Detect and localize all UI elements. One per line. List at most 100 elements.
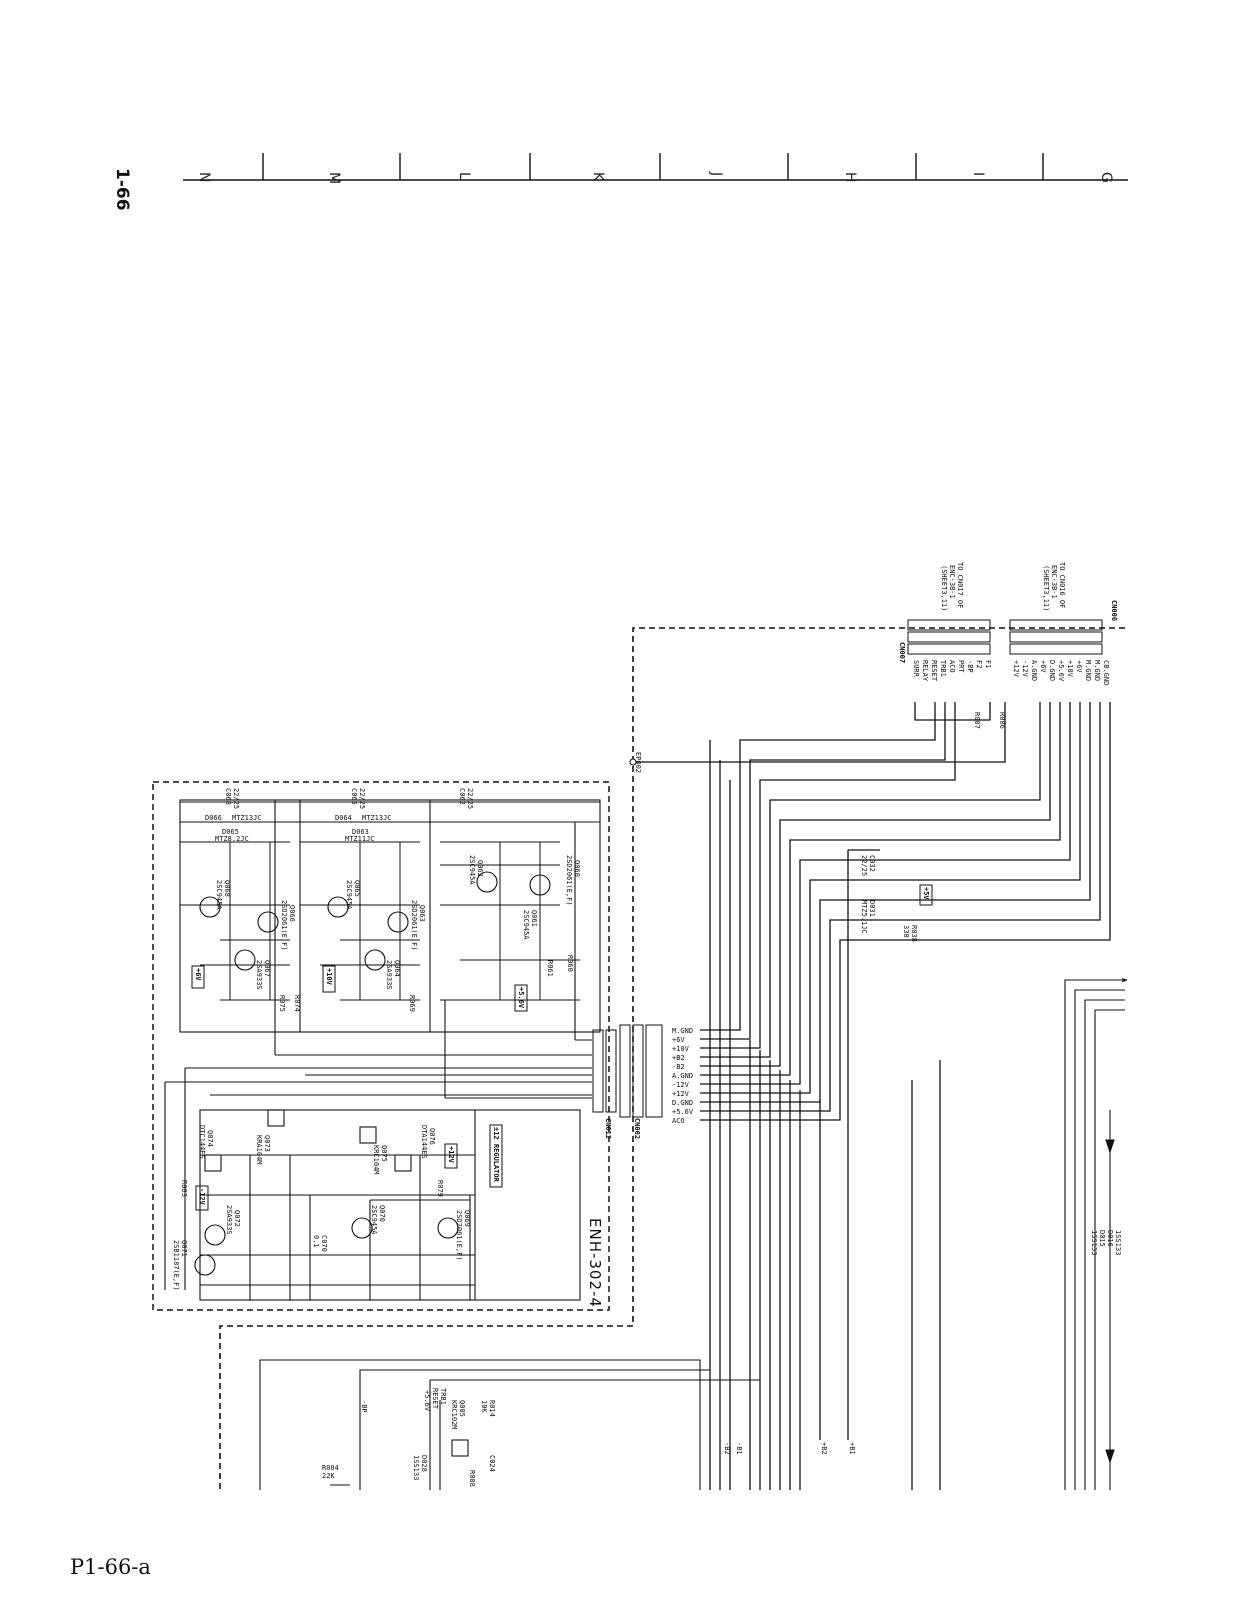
- label-d063: D063: [352, 828, 369, 836]
- label-q068-val: 2SC945A: [215, 880, 223, 910]
- transistor-q064: [364, 949, 386, 971]
- label-r008: R008: [468, 1470, 476, 1487]
- bottom-signal: +B2: [820, 1442, 828, 1455]
- label-c070-val: 0.1: [312, 1235, 320, 1248]
- label-q064-val: 2SA933S: [385, 960, 393, 990]
- cn007-signal: F1: [984, 660, 992, 668]
- component-labels-lower: Q069 2SD2061(E,F) Q070 2SC945A Q071 2SB1…: [172, 1125, 471, 1291]
- right-bus: [1064, 979, 1125, 1490]
- label-q072-val: 2SA933S: [225, 1205, 233, 1235]
- label-q061: Q061: [530, 910, 538, 927]
- label-q074: Q074: [206, 1130, 214, 1147]
- upper-transistors: [199, 871, 551, 971]
- label-d065-val: MTZ8.2JC: [215, 835, 249, 843]
- cn006-signal: -12V: [1021, 660, 1029, 678]
- cn002-signal: +5.6V: [672, 1108, 694, 1116]
- label-q075-val: KRC104M: [372, 1145, 380, 1175]
- cn002-signal: A.GND: [672, 1072, 693, 1080]
- connector-cn006: [1009, 619, 1103, 655]
- cn002-label: CN002: [633, 1118, 641, 1139]
- cn006-signal-list: +12V -12V A.GND +6V D.GND +5.6V +10V +6V…: [1012, 660, 1110, 685]
- label-q066: Q066: [288, 905, 296, 922]
- label-q073-val: KRA104M: [255, 1135, 263, 1165]
- grid-letter-5: H: [842, 172, 858, 183]
- label-q062: Q062: [476, 860, 484, 877]
- label-q061-val: 2SC945A: [522, 910, 530, 940]
- label-q076: Q076: [428, 1128, 436, 1145]
- cn007-signal: SURR: [912, 660, 920, 678]
- label-q005: Q005: [458, 1400, 466, 1417]
- right-edge-label: A: [1120, 978, 1128, 983]
- component-labels-upper: C068 22/25 C065 22/25 C062 22/25 D066 MT…: [205, 788, 581, 1012]
- cn006-signal: +10V: [1066, 660, 1074, 678]
- label-c062: C062: [458, 788, 466, 805]
- label-r007: R007: [973, 712, 981, 729]
- cn007-signal-list: SURR RELAY RESET TRB1 ACO PRT -BP F2 F1: [912, 660, 992, 682]
- cn007-note: TO CN017 OF ENC-3B-1 (SHEET3,11): [940, 562, 964, 611]
- bottom-signal: -BP: [360, 1400, 368, 1413]
- transistor-q073: [267, 1109, 285, 1127]
- cn012-label: CN012: [604, 1118, 612, 1139]
- label-q069: Q069: [463, 1210, 471, 1227]
- cn007-note-line: (SHEET3,11): [940, 565, 948, 611]
- label-c065-val: 22/25: [358, 788, 366, 809]
- transistor-q070: [351, 1217, 373, 1239]
- label-q070-val: 2SC945A: [370, 1205, 378, 1235]
- grid-letter-4: J: [708, 171, 724, 176]
- transistor-q069: [437, 1217, 459, 1239]
- label-r083: R083: [180, 1180, 188, 1197]
- label-c032: C032: [868, 855, 876, 872]
- cn006-signal: M.GND: [1093, 660, 1101, 681]
- lower-transistors: [194, 1109, 475, 1300]
- label-r038-val: 330: [902, 925, 910, 938]
- label-r061: R061: [546, 960, 554, 977]
- board-bus: [164, 800, 592, 1290]
- component-labels-right: D031 MTZ5.1JC C032 22/25 R038 330 D015 1…: [322, 712, 1122, 1487]
- bottom-signal: -B1: [735, 1442, 743, 1455]
- cn006-signal: +5.6V: [1057, 660, 1065, 682]
- transistor-q072: [204, 1224, 226, 1246]
- transistor-q066: [257, 911, 279, 933]
- label-q060-val: 2SD2061(E,F): [565, 855, 573, 906]
- label-q063: Q063: [418, 905, 426, 922]
- grid-ruler: [183, 153, 1128, 181]
- label-c065: C065: [350, 788, 358, 805]
- label-q062-val: 2SC945A: [468, 855, 476, 885]
- label-q076-val: DTA144ES: [420, 1125, 428, 1159]
- cn006-note: TO CN016 OF ENC-3B-1 (SHEET3,11): [1042, 562, 1066, 611]
- label-q070: Q070: [378, 1205, 386, 1222]
- transistor-q076: [394, 1154, 412, 1172]
- cn006-signal: +12V: [1012, 660, 1020, 678]
- grid-letter-6: I: [970, 172, 986, 176]
- label-d016-val: 1SS133: [1114, 1230, 1122, 1255]
- cn006-signal: CB.GND: [1102, 660, 1110, 685]
- bottom-signal-labels: -BP +5.6V RESET TRB1 -B2 -B1 +B2 +B1: [360, 1388, 856, 1455]
- label-d063-val: MTZ11JC: [345, 835, 375, 843]
- cn007-signal: PRT: [957, 660, 965, 673]
- regulator-label: ±12 REGULATOR: [492, 1127, 500, 1183]
- label-d064: D064: [335, 814, 352, 822]
- cn007-note-line: ENC-3B-1: [948, 565, 956, 599]
- label-c068: C068: [224, 788, 232, 805]
- cn007-signal: ACO: [948, 660, 956, 673]
- label-r060: R060: [566, 955, 574, 972]
- label-r069: R069: [408, 995, 416, 1012]
- label-d031-val: MTZ5.1JC: [860, 900, 868, 934]
- bottom-signal: RESET: [431, 1388, 439, 1410]
- cn006-signal: +6V: [1039, 660, 1047, 673]
- bottom-signal: +B1: [848, 1442, 856, 1455]
- transistor-q062: [476, 871, 498, 893]
- label-d028-val: 1SS133: [412, 1455, 420, 1480]
- cn007-signal: RESET: [930, 660, 938, 682]
- label-q071-val: 2SB1187(E,F): [172, 1240, 180, 1291]
- label-d065: D065: [222, 828, 239, 836]
- label-d015: D015: [1098, 1230, 1106, 1247]
- label-c032-val: 22/25: [860, 855, 868, 876]
- label-q063-val: 2SD2061(E,F): [410, 900, 418, 951]
- board-name: ENH-302-4: [586, 1218, 604, 1308]
- label-c068-val: 22/25: [232, 788, 240, 809]
- board-frames: [179, 799, 601, 1301]
- label-q075: Q075: [380, 1145, 388, 1162]
- label-d066: D066: [205, 814, 222, 822]
